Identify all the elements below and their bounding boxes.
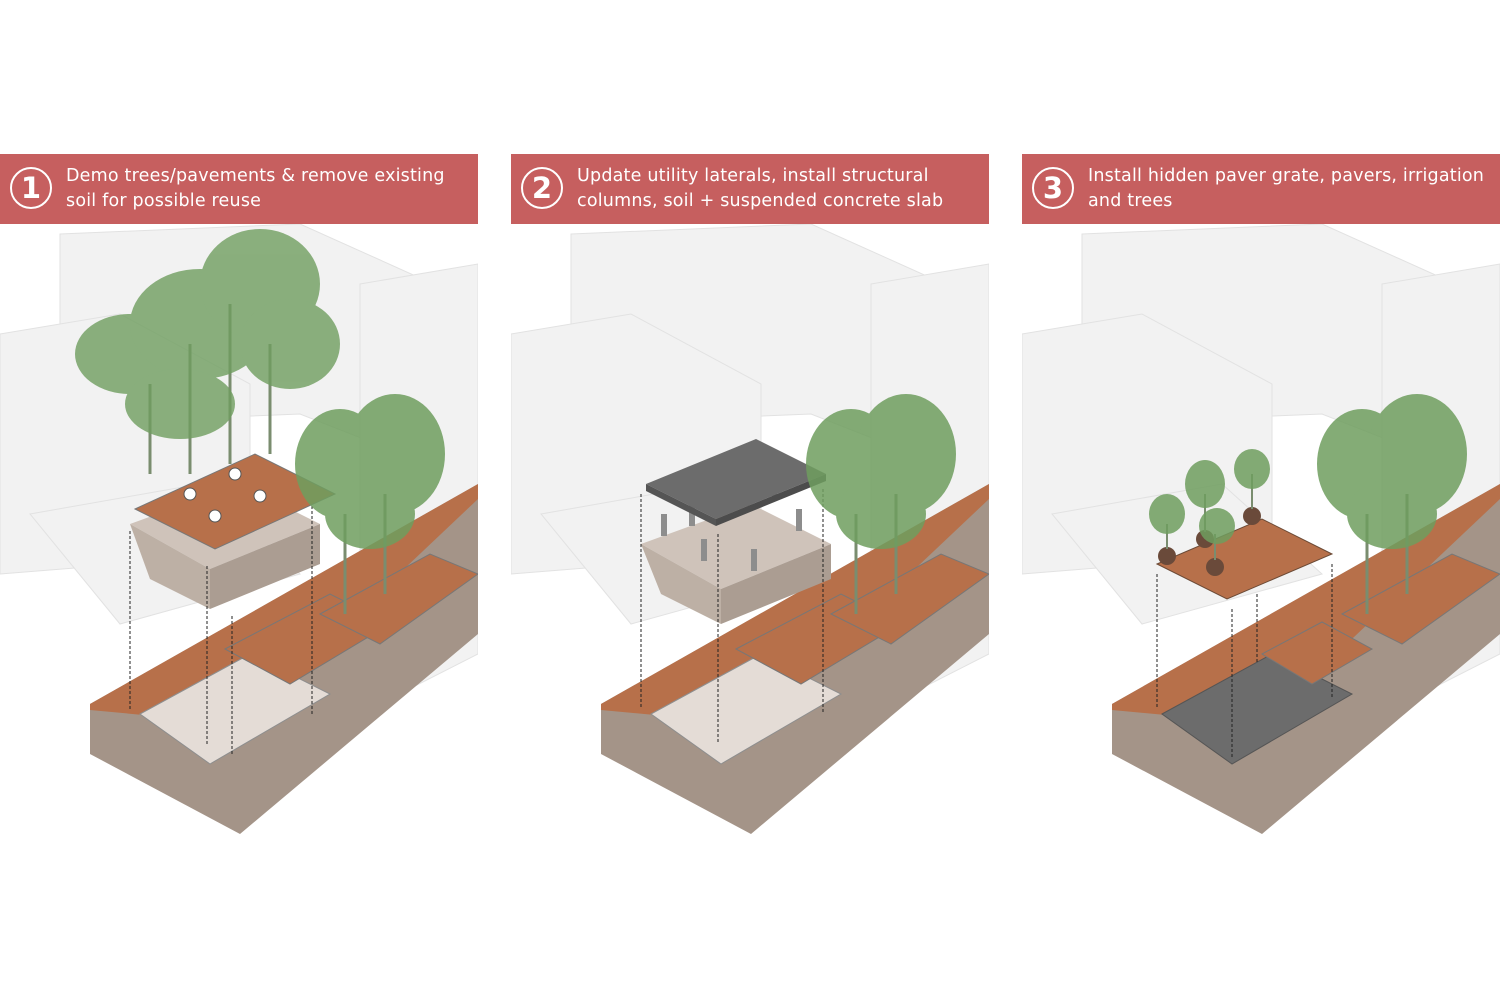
lift-arrows <box>129 504 313 754</box>
install-arrows <box>1156 564 1333 759</box>
soil-block <box>641 504 831 624</box>
step-description: Update utility laterals, install structu… <box>577 166 944 211</box>
step-number-badge: 2 <box>521 167 563 209</box>
step-panel-1: 1 Demo trees/pavements & remove existing… <box>0 154 478 834</box>
step-banner: 3 Install hidden paver grate, pavers, ir… <box>1022 154 1500 224</box>
installed-slab-in-trench <box>1161 553 1500 765</box>
axonometric-diagram-installation <box>1022 223 1500 834</box>
removed-trees <box>75 229 340 474</box>
step-number-badge: 1 <box>10 167 52 209</box>
step-description: Demo trees/pavements & remove existing s… <box>66 166 445 211</box>
step-banner: 2 Update utility laterals, install struc… <box>511 154 989 224</box>
street-trees <box>1317 394 1467 614</box>
step-panel-2: 2 Update utility laterals, install struc… <box>511 154 989 834</box>
planter-trench <box>139 553 478 765</box>
step-description: Install hidden paver grate, pavers, irri… <box>1088 166 1485 211</box>
step-number-badge: 3 <box>1032 167 1074 209</box>
lowering-arrows <box>640 489 824 744</box>
street-trees <box>806 394 956 614</box>
concrete-slab <box>646 439 826 526</box>
step-panel-3: 3 Install hidden paver grate, pavers, ir… <box>1022 154 1500 834</box>
axonometric-diagram-demolition <box>0 223 478 834</box>
street-trees <box>295 394 445 614</box>
planter-trench <box>650 553 989 765</box>
new-trees-with-rootballs <box>1149 449 1270 576</box>
step-banner: 1 Demo trees/pavements & remove existing… <box>0 154 478 224</box>
axonometric-diagram-structure <box>511 223 989 834</box>
